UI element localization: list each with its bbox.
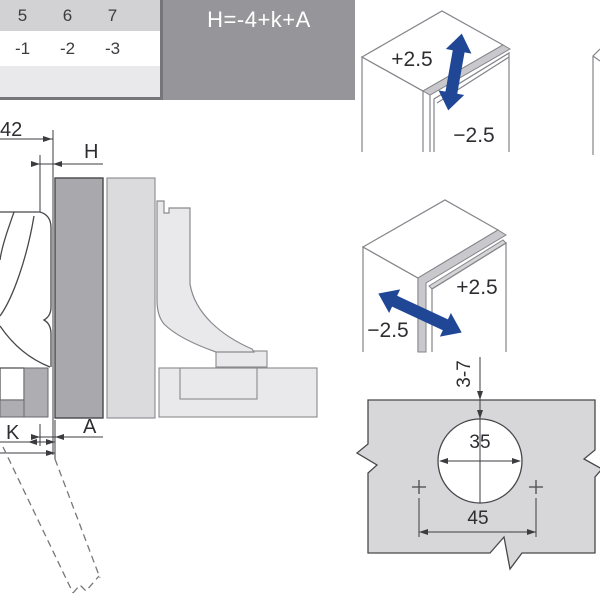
screw-spacing-arrow [419,529,428,535]
table-cell: 7 [107,6,118,25]
dim-a-arrow [31,434,40,440]
door-face [433,51,510,152]
hinge-arm [156,200,256,353]
vertical-plus-label: +2.5 [391,48,432,71]
screw-mark-left [412,480,426,494]
cropped-cabinet-edge [592,55,600,62]
table-cell: 5 [17,6,28,25]
cup-base-block [0,367,25,401]
vertical-adjust-arrow [438,33,472,111]
distance-table: 5 6 7 -1 -2 -3 [0,0,163,100]
dashed-open-door [2,446,101,594]
edge-dist-arrow [477,391,483,400]
carcass-edge-band [417,229,507,353]
depth-adjust-arrow [378,289,462,337]
hinge-arm-adapter [215,350,268,368]
cup-inner-curve [0,215,35,317]
cup-bottom-curve [0,325,51,368]
screw-spacing-label: 45 [467,508,488,529]
dim-h-arrow [53,161,62,167]
door-panel [54,177,104,419]
cup-base-block [0,399,25,418]
depth-plus-label: +2.5 [456,276,497,299]
table-cell: -1 [14,39,31,58]
formula-box: H=-4+k+A [163,0,355,100]
vertical-minus-label: −2.5 [453,124,494,147]
dim-a-arrow [55,434,64,440]
cup-base-block [23,367,49,418]
cropped-cabinet-edge [592,48,600,155]
mounting-plate [158,367,318,418]
screw-spacing-arrow [527,529,536,535]
table-cell: 6 [62,6,73,25]
dim-h-arrow [31,161,40,167]
cup-wall-curve [0,211,15,261]
cup-front-flange [39,211,52,367]
dim-k-arrow [46,439,55,445]
adjust-vertical-diagram: +2.5 −2.5 [360,10,600,155]
dim-h-label: H [84,141,98,163]
mounting-plate-slot [179,367,258,400]
edge-dist-arrow [477,410,483,419]
edge-distance-label: 3-7 [454,360,475,387]
cabinet-top-face [361,199,500,279]
dashed-door-break [72,575,100,594]
table-row-h: -1 -2 -3 [0,33,160,66]
dim-k-label: K [6,422,20,444]
carcass-edge-band [421,44,512,96]
drilling-template: 3-7 35 45 [355,357,600,571]
screw-mark-right [529,480,543,494]
table-cell: -3 [104,39,121,58]
formula-text: H=-4+k+A [207,7,311,32]
section-drawing: 42 H [0,119,318,594]
dim-42-arrow [43,136,52,142]
table-cell: -2 [59,39,76,58]
cup-diameter-arrow [439,458,448,464]
table-row-empty [0,66,160,97]
table-row-k: 5 6 7 [0,0,160,33]
dashed-door-edge [54,458,101,579]
side-panel [106,177,156,419]
dim-k-arrow [28,439,37,445]
cup-diameter-label: 35 [469,432,490,453]
depth-minus-label: −2.5 [367,319,408,342]
dim-a-label: A [83,416,97,438]
adjust-depth-diagram: −2.5 +2.5 [361,199,507,353]
dim-42-label: 42 [0,119,22,141]
cup-diameter-arrow [512,458,521,464]
hinge-cup [0,211,52,368]
dim-k-arrow [46,450,55,456]
dashed-door-edge [2,446,74,594]
